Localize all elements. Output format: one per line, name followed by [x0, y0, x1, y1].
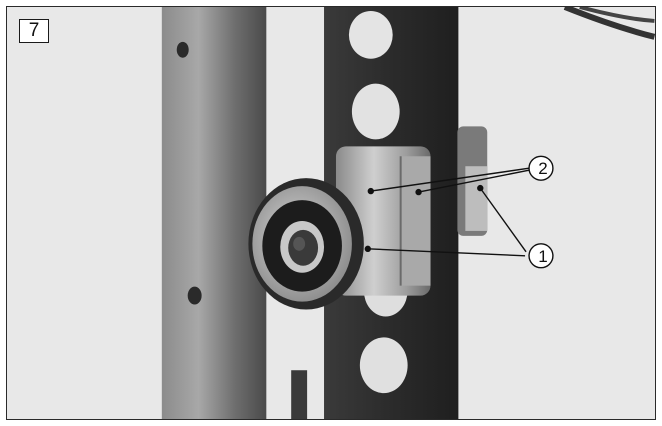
- bracket-slot: [359, 337, 408, 394]
- callout-1-label: 1: [538, 247, 548, 266]
- figure-frame: 7 2 1: [6, 6, 656, 420]
- figure-number: 7: [19, 19, 49, 43]
- cable: [579, 7, 655, 23]
- cable: [563, 7, 655, 40]
- tube-hole: [187, 286, 202, 305]
- tube-hole: [176, 41, 189, 58]
- bracket-slot: [348, 10, 393, 59]
- callout-leaders: [364, 155, 554, 269]
- callout-2-label: 2: [538, 159, 548, 178]
- bearing-assembly-photo: [7, 7, 655, 419]
- bracket-slot: [351, 83, 400, 140]
- frame-tube: [161, 7, 267, 419]
- bearing-bore-highlight: [293, 236, 306, 251]
- tube-clip: [291, 370, 308, 419]
- spacer-collar: [400, 156, 431, 286]
